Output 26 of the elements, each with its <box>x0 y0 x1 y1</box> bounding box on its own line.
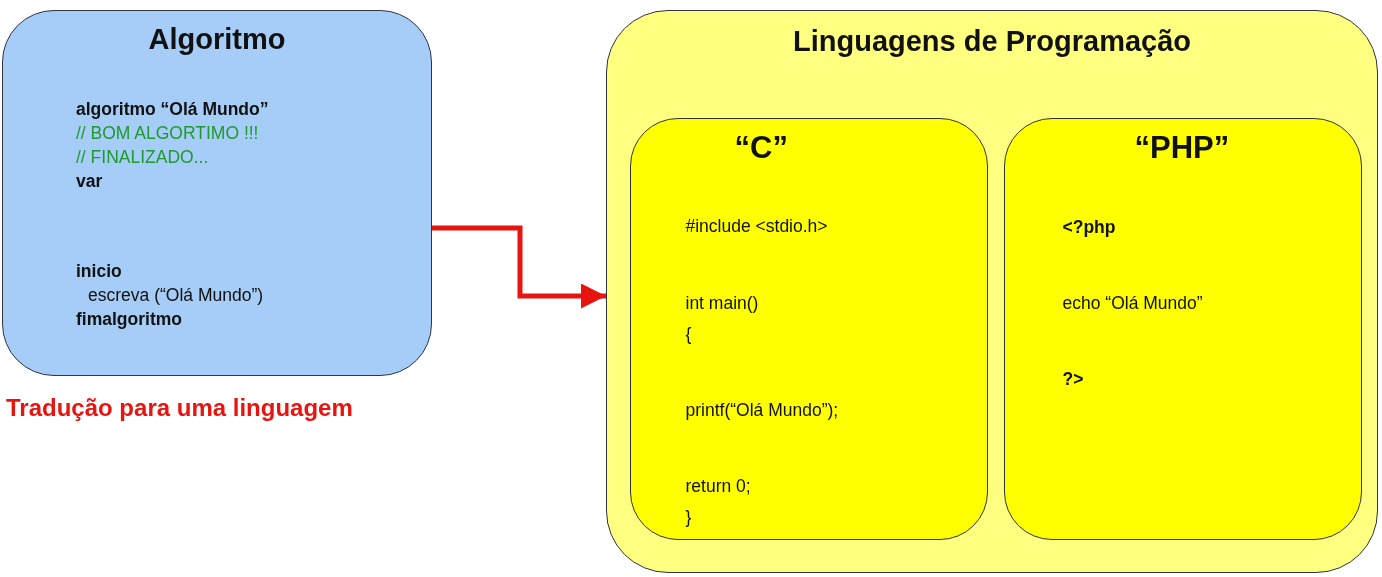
code-line: algoritmo “Olá Mundo” <box>76 99 269 120</box>
code-line: } <box>685 506 692 527</box>
container-box <box>606 10 1378 573</box>
box-title: “PHP” <box>1134 129 1230 166</box>
code-line: escreva (“Olá Mundo”) <box>88 285 264 306</box>
box-title: “C” <box>734 129 788 166</box>
code-line: echo “Olá Mundo” <box>1062 292 1203 313</box>
rounded-box <box>2 10 432 376</box>
arrow <box>432 225 606 309</box>
code-line: fimalgoritmo <box>76 309 182 330</box>
box-title: Algoritmo <box>147 23 287 57</box>
box-title: Linguagens de Programação <box>791 25 1192 59</box>
code-line: // BOM ALGORTIMO !!! <box>76 123 259 144</box>
code-line: int main() <box>685 292 759 313</box>
rounded-box <box>629 117 988 540</box>
rounded-box <box>1003 117 1362 540</box>
code-line: ?> <box>1062 368 1084 389</box>
caption-text: Tradução para uma linguagem <box>6 394 353 422</box>
code-line: return 0; <box>685 475 751 496</box>
code-line: printf(“Olá Mundo”); <box>685 399 839 420</box>
code-line: inicio <box>76 261 122 282</box>
code-line: <?php <box>1062 216 1116 237</box>
code-line: var <box>76 171 103 192</box>
code-line: // FINALIZADO... <box>76 147 209 168</box>
code-line: { <box>685 323 692 344</box>
code-line: #include <stdio.h> <box>685 215 828 236</box>
